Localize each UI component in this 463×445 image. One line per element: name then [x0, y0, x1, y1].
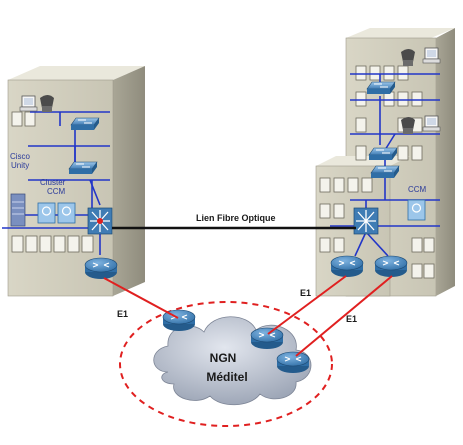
left-switch-mid-icon — [68, 161, 98, 175]
right-gateway-router-icon-2 — [374, 255, 408, 278]
right-switch-top-icon — [366, 81, 396, 95]
fiber-link-label: Lien Fibre Optique — [196, 213, 276, 223]
right-ccm-label: CCM — [408, 185, 427, 194]
left-switch-top-icon — [70, 117, 100, 131]
ccm-cluster-server-icon-2 — [57, 202, 76, 224]
e1-link-right-b — [295, 275, 393, 357]
e1-label-right-b: E1 — [346, 314, 357, 324]
right-switch-low-icon — [370, 165, 400, 179]
cisco-unity-server-icon — [10, 193, 26, 227]
cluster-ccm-label-line1: Cluster — [40, 178, 66, 187]
right-ccm-server-icon — [407, 199, 426, 221]
e1-link-right-a — [267, 275, 347, 335]
cisco-unity-label-line2: Unity — [11, 161, 29, 170]
cloud-router-right-icon — [276, 351, 310, 374]
right-core-switch-icon — [353, 207, 379, 235]
cloud-label-line1: NGN — [210, 351, 237, 365]
cloud-label-line2: Méditel — [206, 370, 247, 384]
e1-links — [103, 275, 393, 357]
right-gateway-router-icon-1 — [330, 255, 364, 278]
right-ip-phone-icon-2 — [401, 117, 415, 134]
right-switch-mid-icon — [368, 147, 398, 161]
left-core-switch-icon — [87, 207, 113, 235]
ngn-cloud-boundary — [119, 301, 333, 427]
ccm-cluster-server-icon-1 — [37, 202, 56, 224]
right-ip-phone-icon-1 — [401, 49, 415, 66]
e1-link-left — [103, 277, 179, 319]
left-gateway-router-icon — [84, 257, 118, 280]
left-pc-icon — [19, 95, 38, 112]
right-pc-icon-1 — [422, 47, 441, 64]
cluster-ccm-label-line2: CCM — [47, 187, 66, 196]
cisco-unity-label-line1: Cisco — [10, 152, 31, 161]
left-ip-phone-icon — [40, 95, 54, 112]
right-pc-icon-2 — [422, 115, 441, 132]
e1-label-right-a: E1 — [300, 288, 311, 298]
e1-label-left: E1 — [117, 309, 128, 319]
cloud-router-mid-icon — [250, 327, 284, 350]
